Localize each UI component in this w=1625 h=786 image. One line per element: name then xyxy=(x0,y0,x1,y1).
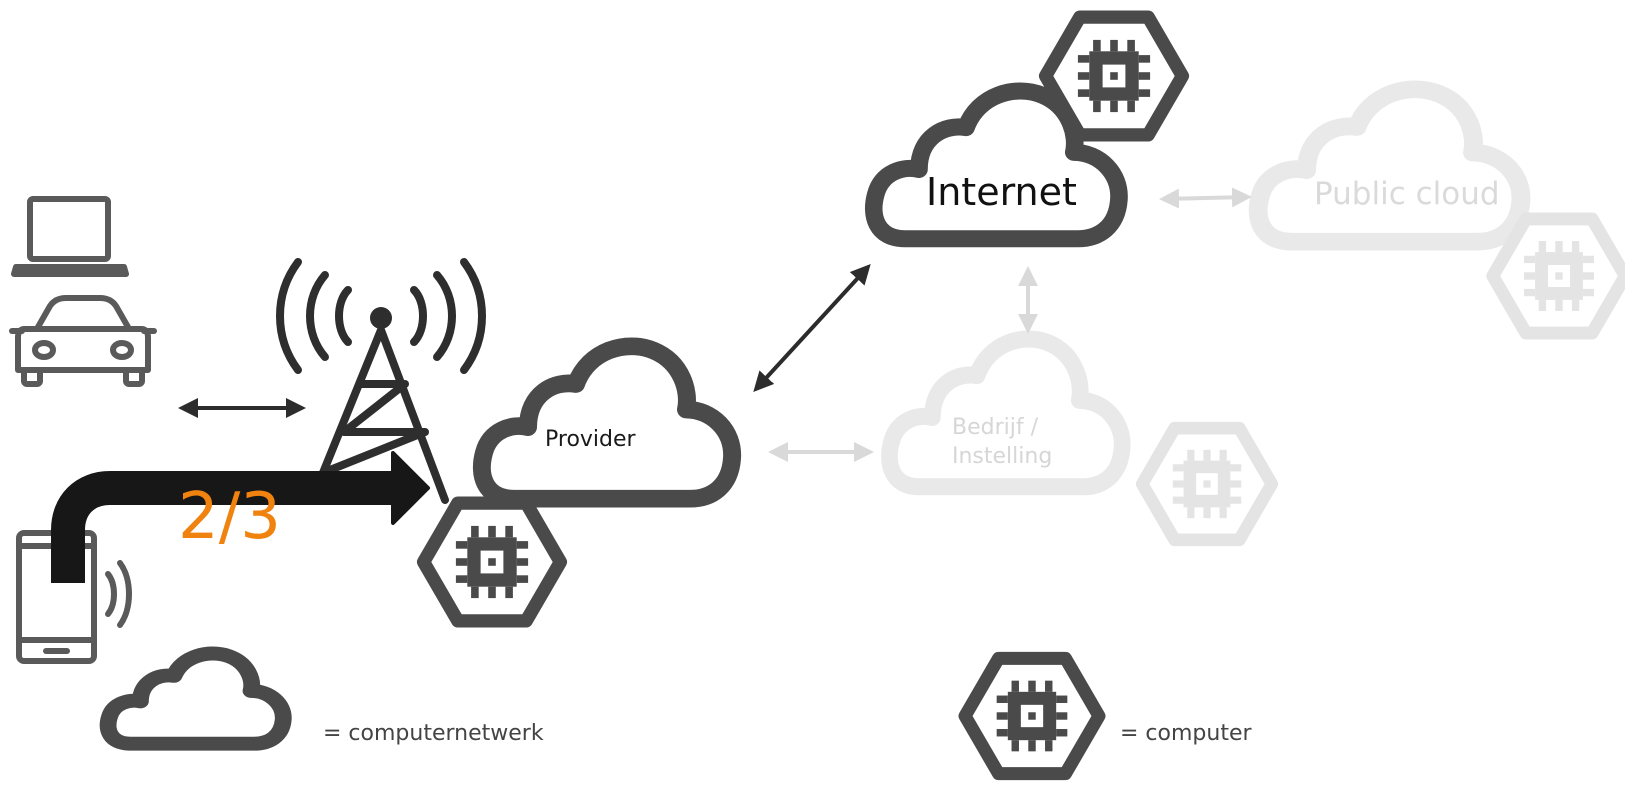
company-label-line1: Bedrijf / xyxy=(952,415,1039,440)
cloud-icon xyxy=(482,346,732,498)
public-cloud-label: Public cloud xyxy=(1314,176,1500,212)
provider-label: Provider xyxy=(545,427,636,452)
provider-node xyxy=(424,346,733,621)
car-icon xyxy=(9,295,157,387)
computer-chip-icon xyxy=(1142,428,1272,540)
legend-network-label: = computernetwerk xyxy=(323,721,544,746)
computer-chip-icon xyxy=(1046,17,1183,135)
legend-cloud-icon xyxy=(108,653,283,743)
step-indicator: 2/3 xyxy=(178,480,281,554)
company-label: Bedrijf / Instelling xyxy=(952,413,1102,471)
cloud-icon xyxy=(1258,89,1521,241)
internet-label: Internet xyxy=(926,170,1077,214)
computer-chip-icon xyxy=(424,503,561,621)
company-label-line2: Instelling xyxy=(952,444,1053,469)
route-arrow xyxy=(51,451,430,583)
legend-computer-chip-icon xyxy=(965,658,1099,773)
internet-cloud-link xyxy=(1159,187,1252,209)
computer-chip-icon xyxy=(1493,219,1625,333)
legend-computer-label: = computer xyxy=(1120,721,1252,746)
laptop-icon xyxy=(11,196,129,277)
provider-internet-link xyxy=(753,264,871,392)
radio-tower-icon xyxy=(276,258,486,504)
